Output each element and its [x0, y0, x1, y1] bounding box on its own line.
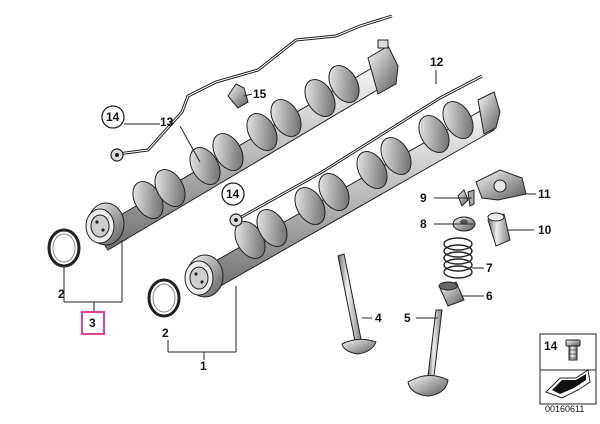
callout-10-label: 10	[538, 223, 552, 237]
callout-15: 15	[253, 87, 267, 101]
callout-15-label: 15	[253, 87, 267, 101]
upper-camshaft	[85, 39, 399, 251]
legend-box: 14 00160611	[539, 333, 597, 414]
callout-2-upper: 2	[58, 287, 65, 301]
callout-2-lower-label: 2	[162, 326, 169, 340]
callout-14-lower: 14	[221, 182, 245, 206]
callout-7: 7	[486, 261, 493, 275]
intake-valve	[337, 253, 377, 355]
callout-7-label: 7	[486, 261, 493, 275]
seal-ring-lower	[147, 278, 181, 318]
callout-1-label: 1	[200, 359, 207, 373]
callout-5-label: 5	[404, 311, 411, 325]
callout-9-label: 9	[420, 191, 427, 205]
callout-3-label: 3	[89, 316, 96, 330]
banjo-bolt-icon	[565, 339, 581, 361]
lower-camshaft	[184, 91, 501, 298]
callout-14-upper-label: 14	[106, 110, 120, 124]
callout-6-label: 6	[486, 289, 493, 303]
direction-arrow-icon	[545, 369, 591, 399]
callout-11-label: 11	[538, 187, 551, 201]
leader-lines	[63, 70, 536, 360]
callout-8-label: 8	[420, 217, 427, 231]
callout-12-label: 12	[430, 55, 444, 69]
roller-rocker-arm	[475, 169, 527, 201]
callout-9: 9	[420, 191, 427, 205]
callout-1: 1	[200, 359, 207, 373]
oil-pipe-upper-inner	[117, 15, 393, 155]
valve-spring	[443, 237, 473, 279]
drawing-number: 00160611	[545, 404, 584, 414]
callout-14-upper: 14	[101, 105, 125, 129]
exhaust-valve	[407, 309, 449, 397]
callout-14-lower-label: 14	[226, 187, 240, 201]
callout-3-highlighted: 3	[81, 311, 105, 335]
legend-part-label: 14	[544, 339, 558, 353]
callout-4: 4	[375, 311, 382, 325]
banjo-fitting-lower	[229, 213, 243, 227]
callout-5: 5	[404, 311, 411, 325]
callout-13-label: 13	[160, 115, 174, 129]
callout-2-upper-label: 2	[58, 287, 65, 301]
callout-8: 8	[420, 217, 427, 231]
callout-12: 12	[430, 55, 444, 69]
banjo-fitting-upper	[110, 148, 124, 162]
callout-11: 11	[538, 187, 551, 201]
callout-13: 13	[160, 115, 174, 129]
valve-stem-seal	[438, 281, 465, 307]
callout-4-label: 4	[375, 311, 382, 325]
callout-10: 10	[538, 223, 552, 237]
callout-6: 6	[486, 289, 493, 303]
oil-pipe-lower-inner	[235, 75, 483, 221]
seal-ring-upper	[47, 228, 81, 268]
lash-adjuster	[487, 212, 511, 247]
callout-2-lower: 2	[162, 326, 169, 340]
